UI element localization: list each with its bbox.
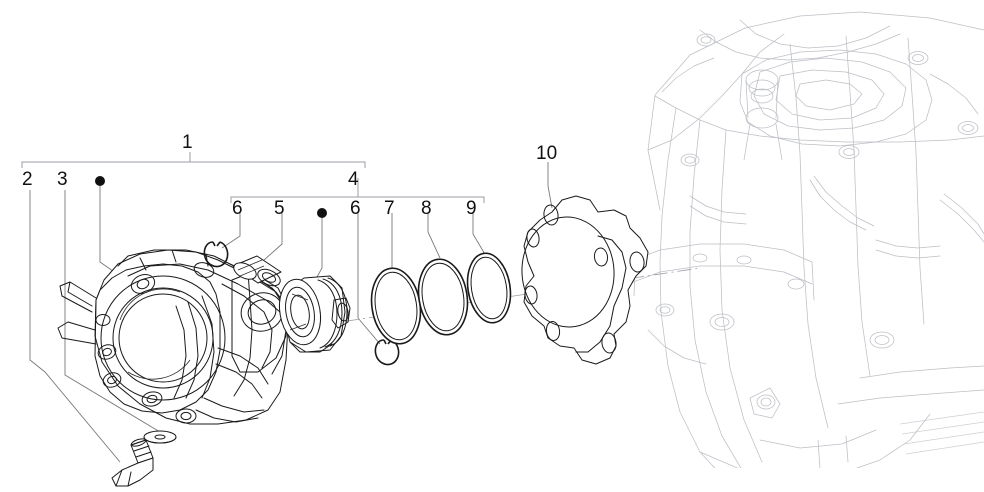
callout-2: 2 xyxy=(22,169,33,190)
bracket-assembly-4 xyxy=(230,178,485,203)
callout-7: 7 xyxy=(384,198,395,219)
piston-ring-part-7 xyxy=(370,267,422,345)
callout-6-upper: 6 xyxy=(232,198,243,219)
engine-case-ghost xyxy=(628,11,984,468)
callout-5: 5 xyxy=(274,198,285,219)
piston xyxy=(278,275,351,353)
cylinder-base-gasket-part-10 xyxy=(521,195,649,365)
wrist-pin-part-5 xyxy=(232,255,282,287)
callout-3: 3 xyxy=(57,169,68,190)
bracket-assembly-1 xyxy=(21,152,366,168)
circlip-part-6-upper xyxy=(203,241,229,268)
washer-part-3 xyxy=(143,430,177,444)
callout-6-lower: 6 xyxy=(350,198,361,219)
piston-ring-part-8 xyxy=(417,258,469,336)
flange-bolt-part-2 xyxy=(111,438,154,487)
callout-8: 8 xyxy=(421,198,432,219)
callout-9: 9 xyxy=(466,198,477,219)
callout-10: 10 xyxy=(536,143,558,164)
bullet-marker-piston xyxy=(317,208,327,218)
piston-ring-part-9 xyxy=(466,252,512,324)
cylinder-block xyxy=(57,249,289,425)
bullet-marker-cylinder xyxy=(95,176,105,186)
callout-4: 4 xyxy=(348,169,359,190)
callout-1: 1 xyxy=(182,132,193,153)
